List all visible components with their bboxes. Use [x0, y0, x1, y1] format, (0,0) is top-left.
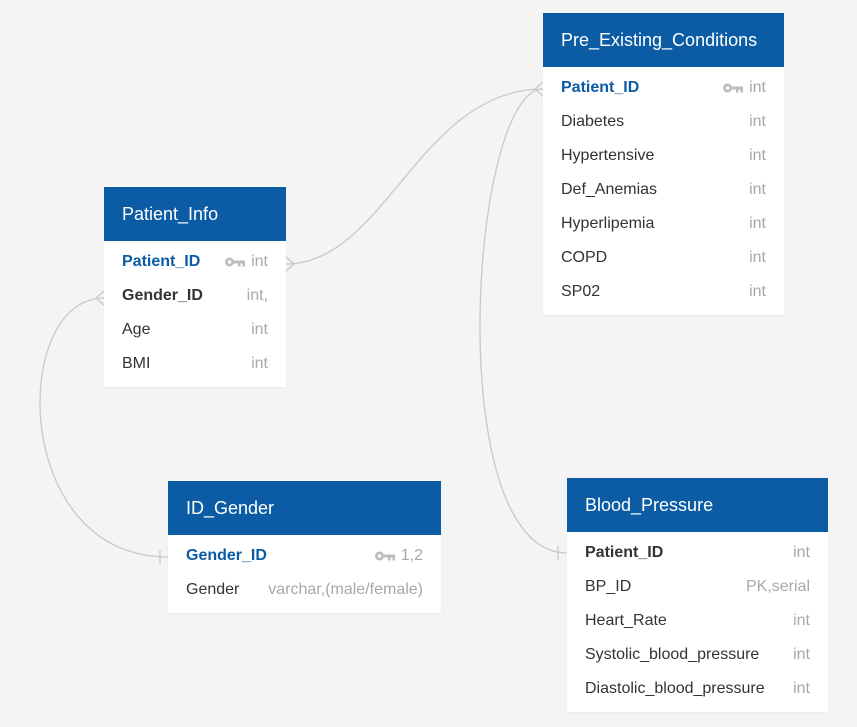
column-type: int	[251, 321, 268, 338]
column-row[interactable]: COPD int	[543, 241, 784, 275]
column-row[interactable]: Gender varchar,(male/female)	[168, 573, 441, 607]
column-name: COPD	[561, 249, 608, 266]
column-list: Patient_ID int Gender_ID int, Age int BM…	[104, 241, 286, 387]
column-type: int	[749, 249, 766, 266]
table-pre-existing-conditions[interactable]: Pre_Existing_Conditions Patient_ID int D…	[543, 13, 784, 315]
column-name: Diabetes	[561, 113, 625, 130]
column-list: Patient_ID int Diabetes int Hypertensive…	[543, 67, 784, 315]
column-row[interactable]: BP_ID PK,serial	[567, 570, 828, 604]
column-type: int	[749, 113, 766, 130]
column-row[interactable]: Systolic_blood_pressure int	[567, 638, 828, 672]
column-type: int	[749, 147, 766, 164]
column-type: int	[749, 215, 766, 232]
column-name: Gender	[186, 581, 240, 598]
column-type: int	[793, 680, 810, 697]
column-type: 1,2	[374, 547, 423, 565]
table-header[interactable]: Pre_Existing_Conditions	[543, 13, 784, 67]
column-row[interactable]: Hypertensive int	[543, 139, 784, 173]
column-name: Heart_Rate	[585, 612, 667, 629]
column-type: int,	[246, 287, 268, 304]
table-title: ID_Gender	[186, 497, 275, 518]
table-header[interactable]: Patient_Info	[104, 187, 286, 241]
column-name: Patient_ID	[585, 544, 664, 561]
column-name: Diastolic_blood_pressure	[585, 680, 765, 697]
column-row[interactable]: Gender_ID int,	[104, 279, 286, 313]
column-type: int	[793, 544, 810, 561]
column-row[interactable]: Diastolic_blood_pressure int	[567, 672, 828, 706]
column-name: SP02	[561, 283, 601, 300]
table-title: Blood_Pressure	[585, 494, 714, 515]
column-name: Systolic_blood_pressure	[585, 646, 760, 663]
crowfoot-patient-info	[285, 256, 295, 272]
column-name: Gender_ID	[186, 547, 267, 564]
table-id-gender[interactable]: ID_Gender Gender_ID 1,2 Gender varchar,(…	[168, 481, 441, 613]
column-row[interactable]: Heart_Rate int	[567, 604, 828, 638]
column-name: BP_ID	[585, 578, 632, 595]
table-title: Pre_Existing_Conditions	[561, 29, 758, 50]
column-name: Patient_ID	[122, 253, 201, 270]
key-icon	[224, 256, 246, 268]
column-type: int	[749, 181, 766, 198]
key-icon	[722, 82, 744, 94]
column-name: Hypertensive	[561, 147, 655, 164]
column-list: Patient_ID int BP_ID PK,serial Heart_Rat…	[567, 532, 828, 712]
column-type: int	[793, 612, 810, 629]
table-header[interactable]: ID_Gender	[168, 481, 441, 535]
crowfoot-pre-existing	[534, 81, 544, 97]
connector-patient-info-to-id-gender	[39, 297, 169, 558]
column-row[interactable]: BMI int	[104, 347, 286, 381]
column-row[interactable]: Diabetes int	[543, 105, 784, 139]
column-type: int	[749, 283, 766, 300]
column-type: int	[722, 79, 766, 97]
column-name: Def_Anemias	[561, 181, 658, 198]
column-row[interactable]: Gender_ID 1,2	[168, 539, 441, 573]
column-type-label: 1,2	[400, 547, 423, 564]
column-row[interactable]: Patient_ID int	[104, 245, 286, 279]
column-type: PK,serial	[745, 578, 810, 595]
table-blood-pressure[interactable]: Blood_Pressure Patient_ID int BP_ID PK,s…	[567, 478, 828, 712]
table-header[interactable]: Blood_Pressure	[567, 478, 828, 532]
table-patient-info[interactable]: Patient_Info Patient_ID int Gender_ID in…	[104, 187, 286, 387]
column-type: varchar,(male/female)	[268, 581, 423, 598]
table-title: Patient_Info	[122, 203, 219, 224]
column-type-label: int	[251, 253, 268, 270]
column-name: Age	[122, 321, 151, 338]
column-type: int	[251, 355, 268, 372]
column-name: Hyperlipemia	[561, 215, 655, 232]
column-name: Gender_ID	[122, 287, 203, 304]
column-list: Gender_ID 1,2 Gender varchar,(male/femal…	[168, 535, 441, 613]
connector-pre-existing-to-blood-pressure	[479, 88, 568, 554]
column-row[interactable]: Def_Anemias int	[543, 173, 784, 207]
column-row[interactable]: Age int	[104, 313, 286, 347]
column-row[interactable]: SP02 int	[543, 275, 784, 309]
key-icon	[374, 550, 396, 562]
column-row[interactable]: Patient_ID int	[543, 71, 784, 105]
column-row[interactable]: Patient_ID int	[567, 536, 828, 570]
connector-patient-info-to-pre-existing	[285, 88, 544, 265]
column-type-label: int	[749, 79, 766, 96]
column-name: BMI	[122, 355, 151, 372]
column-name: Patient_ID	[561, 79, 640, 96]
column-type: int	[224, 253, 268, 271]
column-row[interactable]: Hyperlipemia int	[543, 207, 784, 241]
crowfoot-patient-info-gender	[95, 290, 105, 306]
column-type: int	[793, 646, 810, 663]
